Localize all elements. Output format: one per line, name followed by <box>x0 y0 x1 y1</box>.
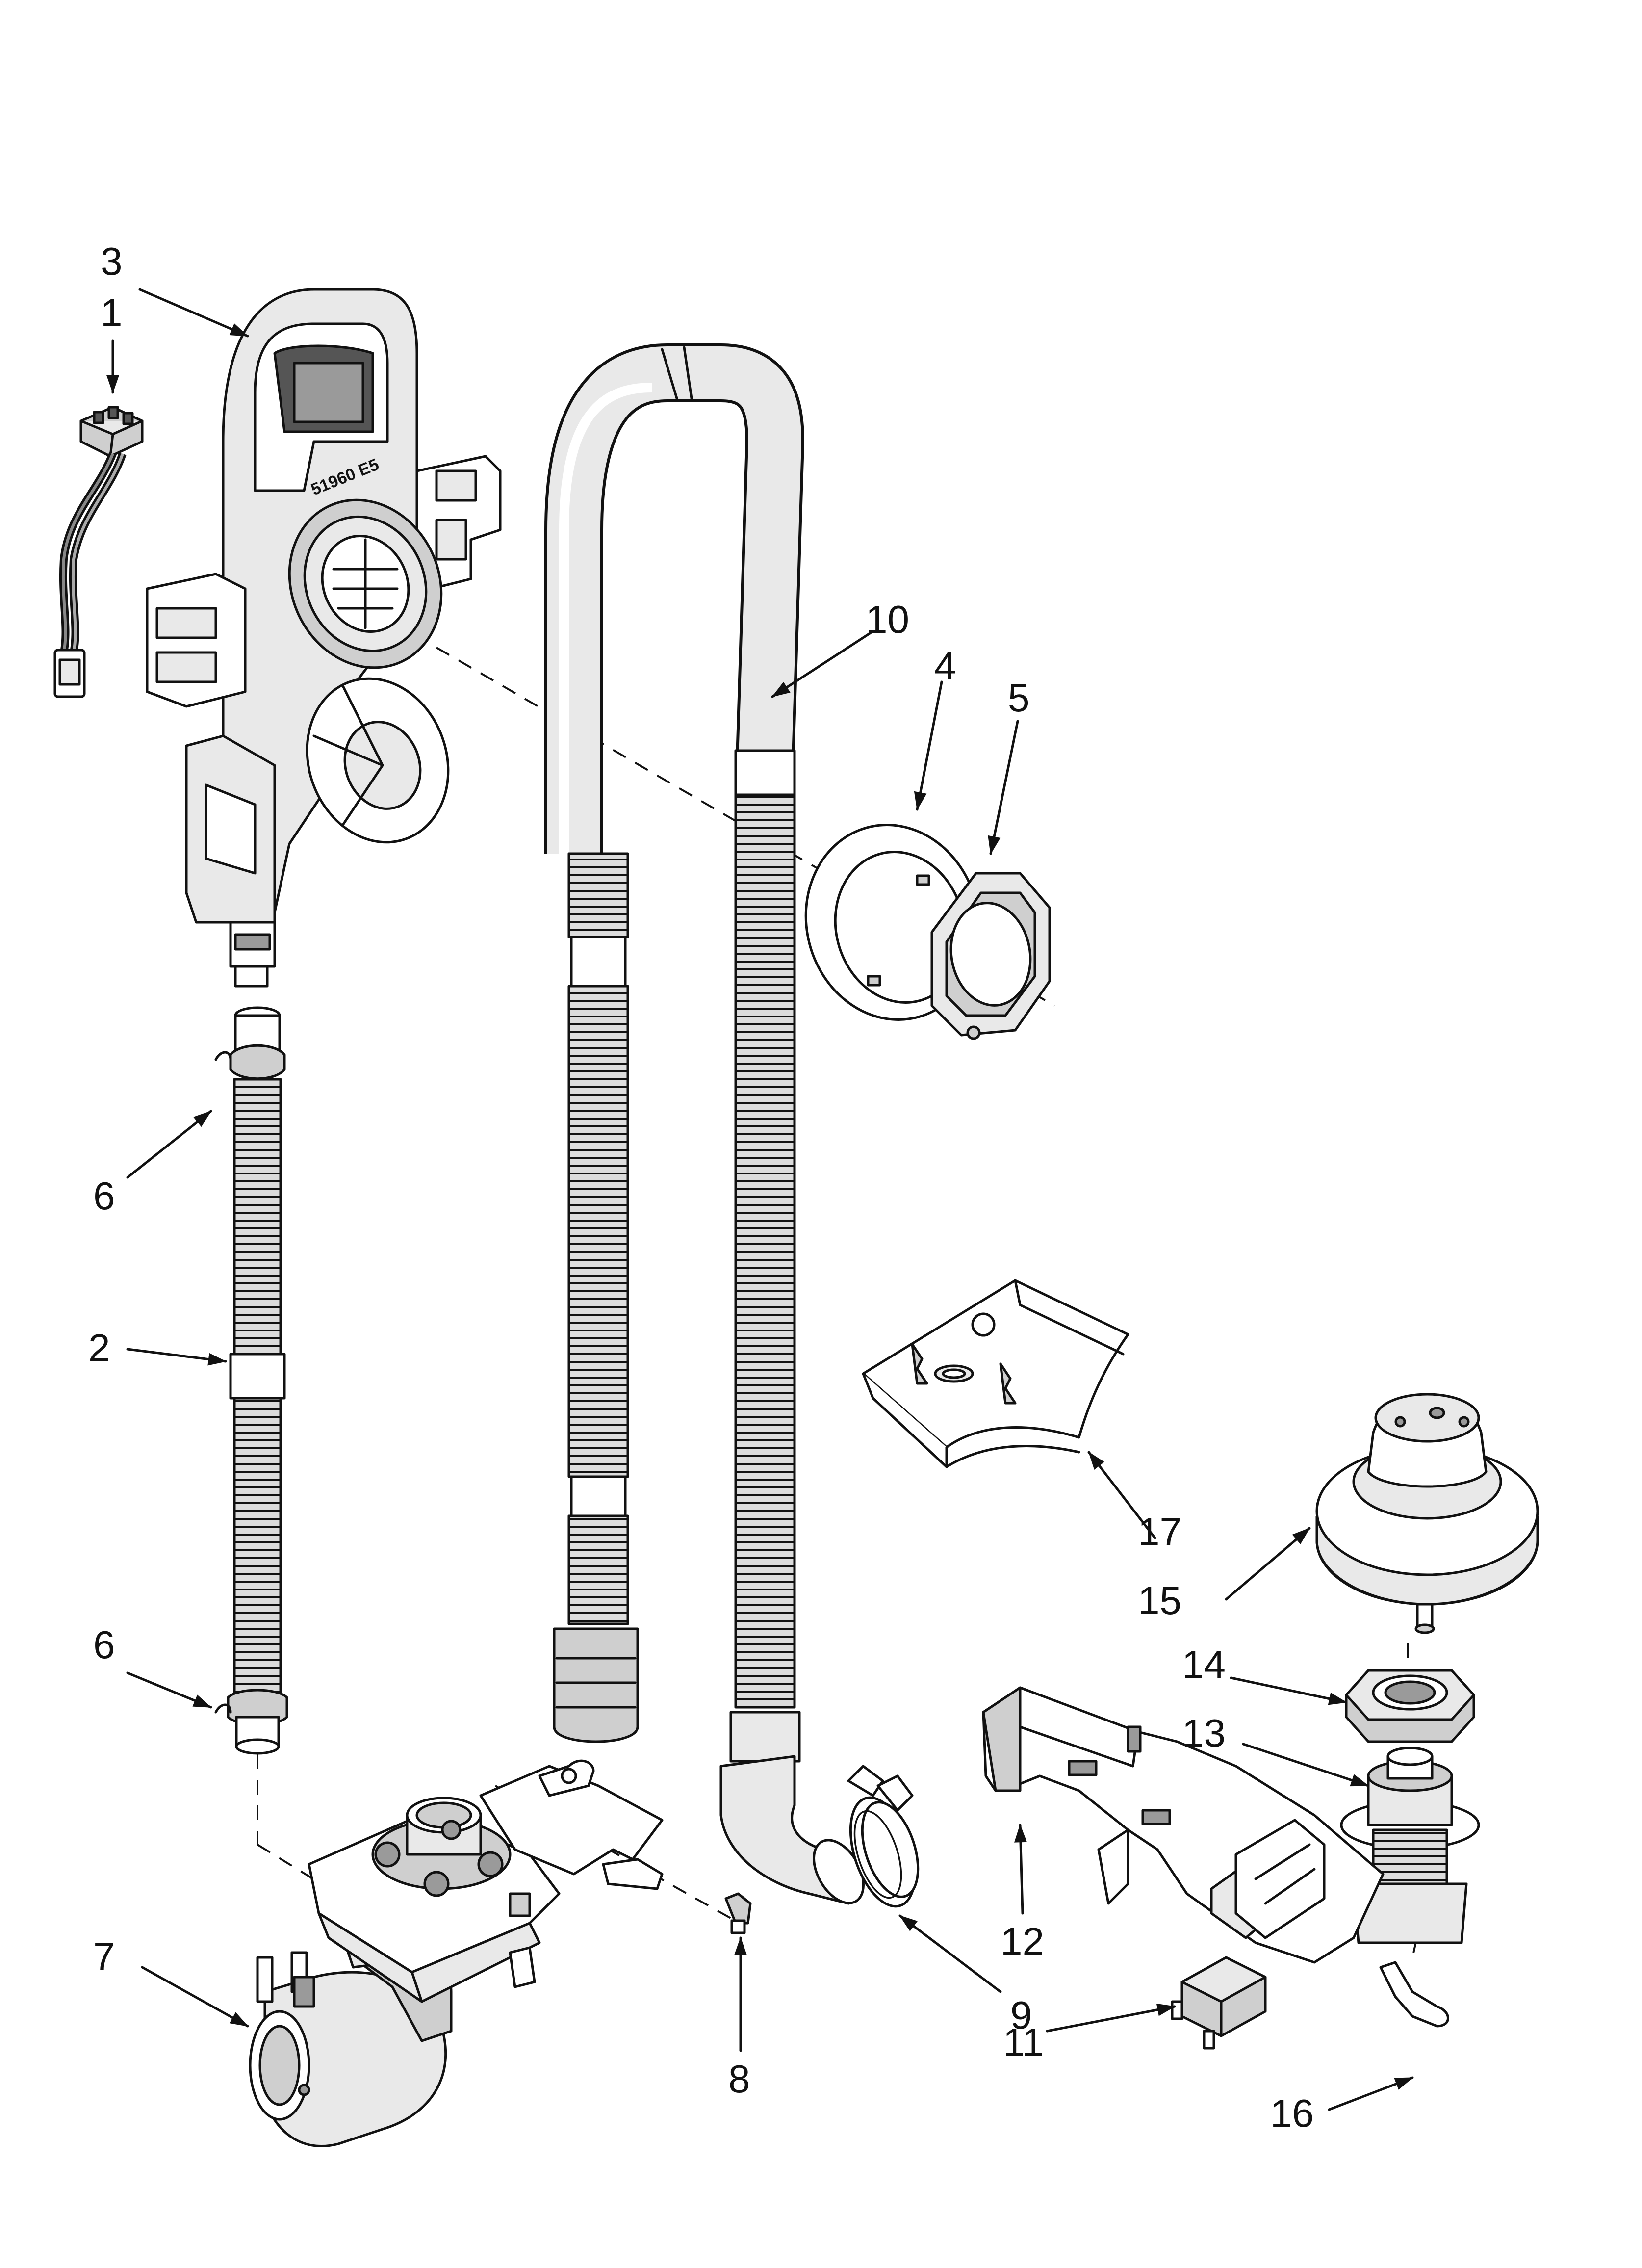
hardware-bag-part <box>862 1279 1129 1468</box>
callout-11: 11 <box>1003 2020 1044 2064</box>
callout-10: 10 <box>866 598 909 641</box>
wire-harness-part <box>53 406 144 698</box>
callout-17: 17 <box>1138 1510 1181 1554</box>
callout-12: 12 <box>1001 1920 1044 1963</box>
switch-bracket-part <box>982 1686 1385 1964</box>
hose-clamp-part <box>847 1765 920 1908</box>
callout-16: 16 <box>1270 2091 1314 2135</box>
callout-4: 4 <box>934 644 956 688</box>
callout-6-bottom: 6 <box>93 1623 115 1667</box>
callout-5: 5 <box>1008 676 1030 720</box>
callout-2: 2 <box>88 1326 110 1370</box>
float-part <box>1315 1393 1539 1634</box>
leader-lines <box>106 288 1414 2111</box>
callout-15: 15 <box>1138 1579 1181 1622</box>
vent-housing-part: 51960 E5 1 <box>146 288 502 988</box>
micro-switch-part <box>1171 1956 1267 2050</box>
callout-1: 1 <box>101 291 123 335</box>
callout-13: 13 <box>1182 1711 1226 1755</box>
callout-3: 3 <box>101 239 123 283</box>
callout-8: 8 <box>728 2057 750 2101</box>
callout-labels: 3 1 10 4 5 6 2 6 7 8 9 17 15 14 13 12 11… <box>88 239 1314 2135</box>
float-stem-part <box>1340 1747 1480 1944</box>
retaining-clip-part <box>1379 1961 1449 2028</box>
callout-14: 14 <box>1182 1642 1226 1686</box>
callout-7: 7 <box>93 1934 115 1978</box>
valve-bracket-part <box>308 1759 664 2003</box>
drain-hose-part <box>544 343 865 1905</box>
callout-9: 9 <box>1010 1993 1032 2037</box>
callout-6-top: 6 <box>93 1174 115 1218</box>
fill-hose-part <box>214 1006 288 1755</box>
screw-part <box>724 1892 752 1934</box>
hose-bracket-part <box>930 872 1051 1040</box>
hex-nut-part <box>1345 1669 1475 1743</box>
